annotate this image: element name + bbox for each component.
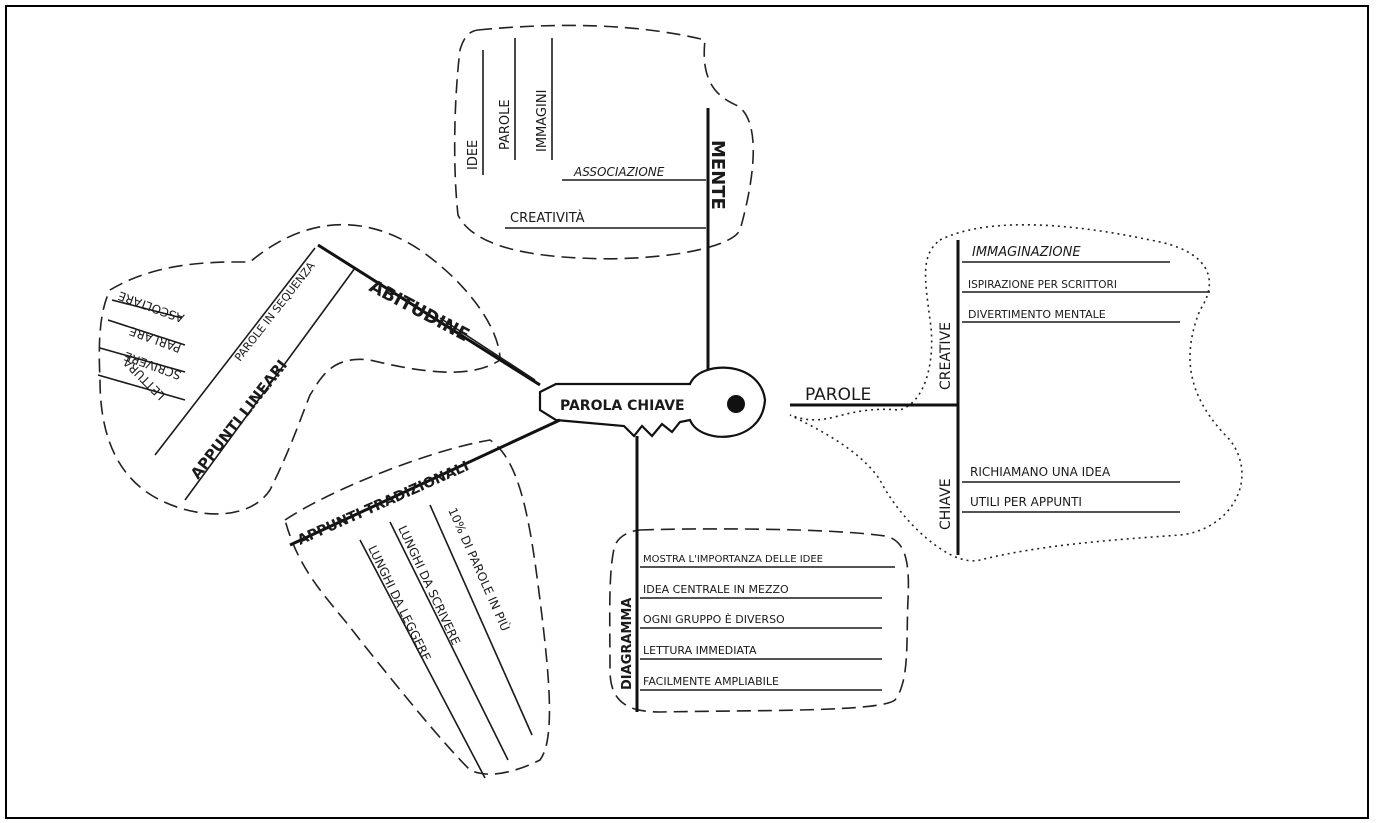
diagramma-cloud [608,528,910,713]
mente-creativity: CREATIVITÀ [510,210,585,226]
mente-cloud [453,24,755,260]
center-label: PAROLA CHIAVE [560,398,685,414]
parole-chiave-item-1: RICHIAMANO UNA IDEA [970,465,1111,479]
abitudine-sequence: PAROLE IN SEQUENZA [232,259,318,364]
parole-chiave-label: CHIAVE [938,478,954,530]
tradizionali-item-1: 10% DI PAROLE IN PIÙ [445,505,513,633]
mente-col-parole: PAROLE [498,99,513,150]
mente-title: MENTE [707,140,728,210]
diagramma-item-1: MOSTRA L'IMPORTANZA DELLE IDEE [643,554,823,565]
key-shape [538,366,767,438]
abitudine-linear: APPUNTI LINEARI [187,356,291,482]
parole-creative-item-3: DIVERTIMENTO MENTALE [968,308,1106,321]
diagramma-item-5: FACILMENTE AMPLIABILE [643,675,779,688]
key-hole [727,395,745,413]
mente-col-idee: IDEE [466,140,481,170]
abitudine-item-1: ASCOLTARE [116,289,186,326]
abitudine-cloud [98,224,501,515]
parole-title: PAROLE [805,385,871,405]
diagramma-item-4: LETTURA IMMEDIATA [643,644,757,657]
diagramma-item-3: OGNI GRUPPO È DIVERSO [643,613,785,626]
mente-col-immagini: IMMAGINI [535,90,550,152]
parole-cloud [789,224,1243,562]
diagramma-title: DIAGRAMMA [620,598,635,690]
abitudine-item-2: PARLARE [127,324,183,356]
parole-chiave-item-2: UTILI PER APPUNTI [970,495,1082,509]
parole-creative-item-1: IMMAGINAZIONE [972,245,1081,260]
mente-association: ASSOCIAZIONE [573,165,665,179]
parole-creative-item-2: ISPIRAZIONE PER SCRITTORI [968,279,1117,291]
parole-creative-label: CREATIVE [938,322,954,390]
abitudine-title: ABITUDINE [366,276,473,346]
diagramma-item-2: IDEA CENTRALE IN MEZZO [643,583,789,596]
